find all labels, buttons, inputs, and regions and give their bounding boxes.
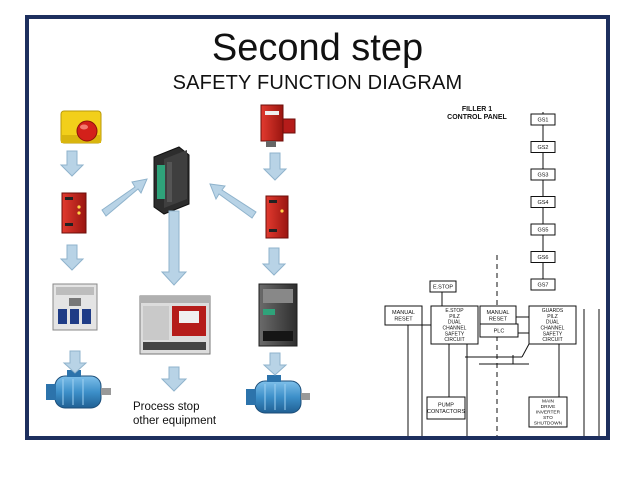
- control-panel-schematic: [394, 112, 600, 436]
- caption-line-2: other equipment: [133, 415, 217, 427]
- estop-safety-circuit-box-label: CHANNEL: [443, 326, 467, 332]
- motor-right-image: [246, 375, 310, 414]
- guard-switch-gs1: GS1: [530, 113, 556, 126]
- arrow-to-plc-right: [209, 183, 257, 219]
- arrow-down-center: [160, 210, 188, 286]
- estop-safety-circuit-box-label: DUAL: [448, 320, 462, 326]
- plc-box-label: PLC: [494, 328, 505, 334]
- main-drive-box-label: DRIVE: [541, 404, 556, 410]
- diagram-canvas: FILLER 1 CONTROL PANEL GS1GS2GS3GS4GS5GS…: [46, 104, 600, 436]
- arrow-down-left-2: [59, 244, 85, 271]
- inverter-image: [258, 283, 298, 347]
- arrow-down-center-2: [160, 366, 188, 392]
- plc-box: PLC: [479, 323, 519, 338]
- arrow-down-right-1: [262, 152, 288, 181]
- arrow-down-right-2: [261, 247, 287, 276]
- guard-switch-gs6: GS6: [530, 251, 556, 263]
- manual-reset-right-box-label: RESET: [489, 317, 508, 323]
- main-drive-box-label: STO: [543, 415, 553, 421]
- caption-line-1: Process stop: [133, 401, 200, 413]
- manual-reset-left-box-label: RESET: [394, 317, 413, 323]
- guard-switch-gs1-label: GS1: [537, 117, 548, 123]
- emergency-stop-button-image: [60, 110, 102, 144]
- guard-switch-gs7: GS7: [530, 278, 556, 291]
- arrow-down-right-3: [262, 352, 288, 376]
- safety-relay-left-image: [61, 192, 87, 234]
- contactor-image: [52, 283, 98, 331]
- guards-safety-circuit-box-label: CIRCUIT: [542, 337, 562, 343]
- guards-safety-circuit-box-label: PILZ: [547, 314, 558, 320]
- schematic-boxes: E.STOPMANUALRESETE.STOPPILZDUALCHANNELSA…: [384, 280, 577, 428]
- guards-safety-circuit-box-label: GUARDS: [542, 308, 564, 314]
- panel-header-line1: FILLER 1: [462, 106, 492, 113]
- guard-switch-gs2-label: GS2: [537, 145, 548, 151]
- guard-switch-gs2: GS2: [530, 141, 556, 153]
- estop-safety-circuit-box-label: CIRCUIT: [444, 337, 464, 343]
- estop-safety-circuit-box-label: E.STOP: [445, 308, 464, 314]
- guard-switch-gs4-label: GS4: [537, 200, 548, 206]
- guard-switch-gs7-label: GS7: [537, 282, 548, 288]
- guards-safety-circuit-box-label: DUAL: [546, 320, 560, 326]
- guard-switch-gs3: GS3: [530, 168, 556, 181]
- main-drive-box-label: MAIN: [542, 398, 555, 404]
- estop-safety-circuit-box-label: PILZ: [449, 314, 460, 320]
- door-safety-switch-image: [260, 104, 296, 147]
- main-drive-box-label: INVERTER: [536, 410, 561, 416]
- panel-header-line2: CONTROL PANEL: [447, 114, 507, 121]
- motor-left-image: [46, 370, 111, 409]
- guard-switch-gs6-label: GS6: [537, 255, 548, 261]
- process-stop-caption: Process stop other equipment: [133, 400, 216, 428]
- manual-reset-left-box-label: MANUAL: [392, 310, 415, 316]
- guards-safety-circuit-box-label: SAFETY: [543, 331, 563, 337]
- estop-safety-circuit-box-label: SAFETY: [445, 331, 465, 337]
- guard-switch-gs4: GS4: [530, 196, 556, 208]
- guard-switch-gs5-label: GS5: [537, 227, 548, 233]
- manual-reset-right-box-label: MANUAL: [487, 310, 510, 316]
- guard-switch-gs5: GS5: [530, 223, 556, 236]
- plc-module-image: [153, 146, 190, 215]
- pump-contactors-box-label: PUMP: [438, 403, 454, 409]
- estop-box-label: E.STOP: [433, 284, 453, 290]
- safety-relay-right-image: [265, 195, 289, 239]
- drive-unit-image: [139, 295, 211, 355]
- estop-box: E.STOP: [429, 280, 457, 293]
- slide-title: Second step: [211, 27, 424, 69]
- guard-switch-gs3-label: GS3: [537, 172, 548, 178]
- arrow-down-left-3: [62, 350, 88, 374]
- pump-contactors-box-label: CONTACTORS: [427, 409, 465, 415]
- guards-safety-circuit-box-label: CHANNEL: [541, 326, 565, 332]
- slide-frame: Second step SAFETY FUNCTION DIAGRAM: [25, 15, 610, 440]
- arrow-to-plc-left: [101, 178, 148, 217]
- slide-subtitle: SAFETY FUNCTION DIAGRAM: [172, 72, 463, 94]
- arrow-down-left-1: [59, 150, 85, 177]
- main-drive-box-label: SHUTDOWN: [534, 421, 563, 427]
